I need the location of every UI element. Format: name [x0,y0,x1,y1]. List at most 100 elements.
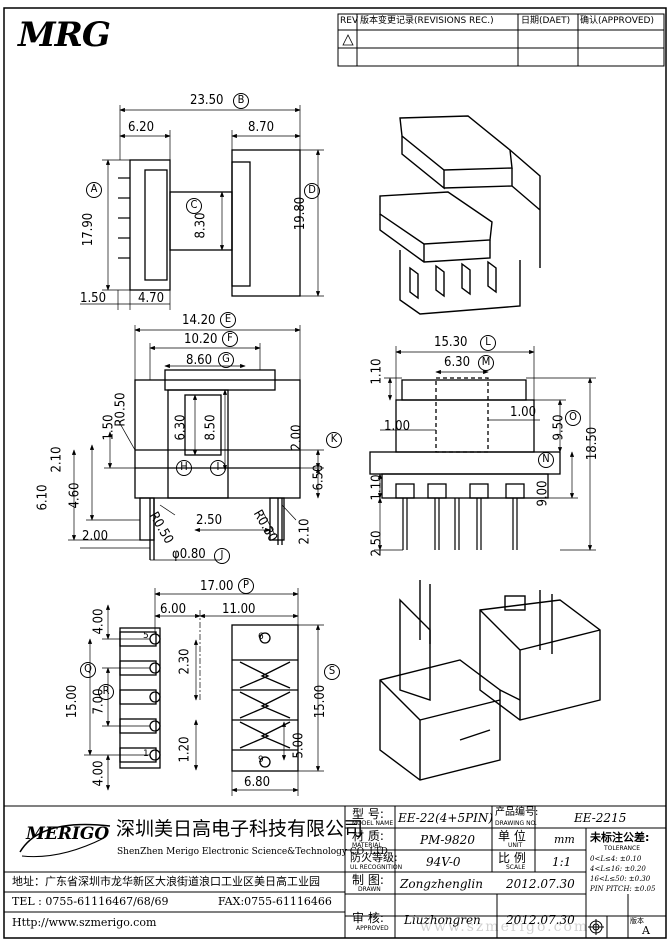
dim-5-00: 5.00 [291,732,307,759]
dim-14-20: 14.20 [182,313,216,328]
dim-9-00: 9.00 [535,480,551,507]
marker-b: B [233,93,249,109]
dim-2-50-side: 2.50 [369,530,385,557]
material-label-cn: 材 质: [352,829,384,843]
dim-6-30-side: 6.30 [444,355,471,370]
front-view [68,325,324,561]
dim-1-50-front: 1.50 [101,414,117,441]
marker-d: D [304,183,320,199]
company-website: Http://www.szmerigo.com [12,916,157,929]
company-fax: FAX:0755-61116466 [218,895,332,908]
fire-rating-value: 94V-0 [426,855,461,869]
dim-2-00-right: 2.00 [289,424,305,451]
marker-o: O [565,410,581,426]
version-value: A [642,924,650,937]
dim-17-00: 17.00 [200,579,234,594]
company-address: 地址：广东省深圳市龙华新区大浪街道浪口工业区美日高工业园 [12,875,320,888]
dim-1-10-top: 1.10 [369,358,385,385]
unit-label-en: UNIT [508,842,523,849]
drawn-label-en: DRAWN [358,886,381,893]
dim-15-00-left: 15.00 [65,684,81,719]
dim-2-00-bottom: 2.00 [82,529,109,544]
dim-10-20: 10.20 [184,332,218,347]
unit-label-cn: 单 位 [498,829,526,843]
dim-11-00: 11.00 [222,602,256,617]
pin-number-1: 1 [143,749,149,759]
scale-label-cn: 比 例 [498,851,526,865]
dim-8-30: 8.30 [193,212,209,239]
dim-4-00-bottom: 4.00 [91,760,107,787]
marker-q: Q [80,662,96,678]
model-label-en: MODEL NAME [352,820,394,827]
dim-2-10-left: 2.10 [49,446,65,473]
scale-label-en: SCALE [506,864,526,871]
drawn-by-value: Zongzhenglin [400,877,483,891]
material-value: PM-9820 [420,833,475,847]
pin-number-5: 5 [143,631,149,641]
dim-6-80: 6.80 [244,775,271,790]
marker-p: P [238,578,254,594]
tolerance-row-1: 0<L≤4: ±0.10 [590,855,642,863]
dim-19-80: 19.80 [293,196,309,231]
tolerance-label-cn: 未标注公差: [590,831,650,844]
marker-f: F [222,331,238,347]
drawn-label-cn: 制 图: [352,873,384,887]
approved-date-value: 2012.07.30 [506,913,575,927]
material-label-en: MATERIAL [352,842,382,849]
drawing-no-value: EE-2215 [574,811,627,825]
fire-rating-label-cn: 防火等级: [350,851,398,864]
drawing-no-label-cn: 产品编号: [495,807,539,818]
approved-by-value: Liuzhongren [404,913,481,927]
dim-4-70: 4.70 [138,291,165,306]
company-name-cn: 深圳美日高电子科技有限公司 [116,818,364,840]
marker-i: I [210,460,226,476]
sheet-border [3,7,667,939]
top-view [80,105,324,310]
dim-4-00-top: 4.00 [91,608,107,635]
company-tel: TEL : 0755-61116467/68/69 [12,895,169,908]
tolerance-label-en: TOLERANCE [604,845,641,852]
company-name-en: ShenZhen Merigo Electronic Science&Techn… [117,847,388,857]
dim-1-50: 1.50 [80,291,107,306]
dim-15-30: 15.30 [434,335,468,350]
revisions-record-label: 版本变更记录(REVISIONS REC.) [360,16,494,26]
marker-r: R [98,684,114,700]
marker-h: H [176,460,192,476]
marker-e: E [220,312,236,328]
marker-l: L [480,335,496,351]
dim-6-30: 6.30 [173,414,189,441]
version-label: 版本 [630,917,644,925]
marker-k: K [326,432,342,448]
dim-6-00: 6.00 [160,602,187,617]
marker-m: M [478,355,494,371]
dim-6-50: 6.50 [311,464,327,491]
dim-15-00-right: 15.00 [313,684,329,719]
dim-1-10-bottom: 1.10 [369,474,385,501]
dim-1-20: 1.20 [177,736,193,763]
dim-2-50-front: 2.50 [196,513,223,528]
model-value: EE-22(4+5PIN) [398,811,494,825]
dim-7-00: 7.00 [91,688,107,715]
approved-label-en: APPROVED [356,925,389,932]
watermark: www.szmerigo.com [420,919,590,935]
company-logo-merigo: MERIGO [26,824,110,844]
model-label-cn: 型 号: [352,807,384,821]
scale-value: 1:1 [552,855,572,869]
isometric-view-bottom [379,580,601,781]
dim-1-00-right: 1.00 [510,405,537,420]
tolerance-row-2: 4<L≤16: ±0.20 [590,865,646,873]
side-view [369,346,596,551]
dim-18-50: 18.50 [585,426,601,461]
logo-mrg: MRG [18,15,111,55]
bottom-view [84,588,324,796]
pin-number-9: 9 [258,755,264,765]
dim-6-10: 6.10 [35,484,51,511]
dim-8-70: 8.70 [248,120,275,135]
dim-23-50: 23.50 [190,93,224,108]
revision-table [337,13,665,67]
dim-17-90: 17.90 [81,212,97,247]
dim-2-30: 2.30 [177,648,193,675]
tolerance-row-3: 16<L≤50: ±0.30 [590,875,651,883]
dim-phi-0-80: φ0.80 [172,547,206,562]
